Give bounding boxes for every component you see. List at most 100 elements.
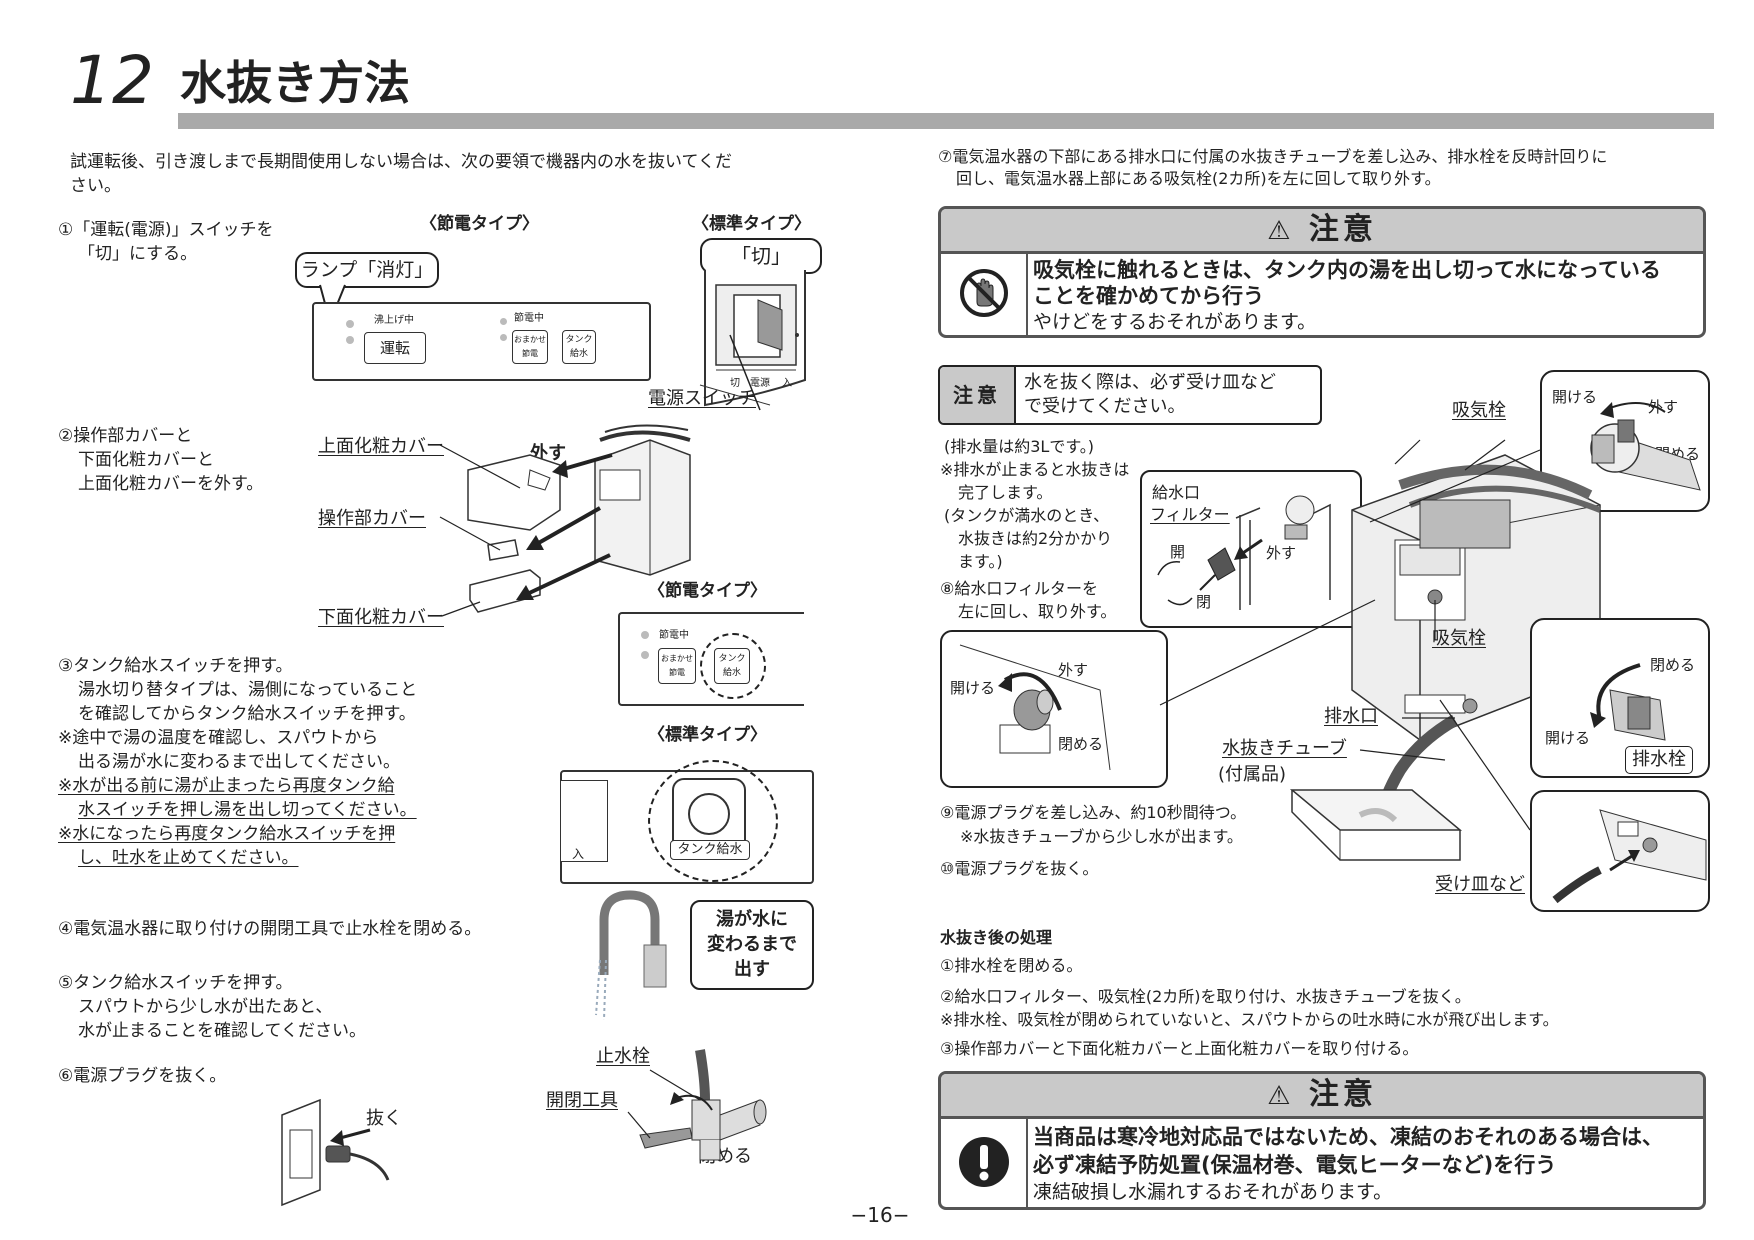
knob-remove-label: 外す [1058,661,1089,679]
step5-line-2: スパウトから少し水が出たあと、 [78,997,333,1017]
mini-caution-label: 注意 [940,367,1016,423]
air-valve-label-top: 吸気栓 [1452,400,1506,421]
caution1-line-1: 吸気栓に触れるときは、タンク内の湯を出し切って水になっている [1033,258,1661,282]
spout-callout-line-3: 出す [734,959,770,980]
panel-boiling-label: 沸上げ中 [374,315,414,326]
stop-valve-illustration [627,1049,767,1161]
mini-caution-line-1: 水を抜く際は、必ず受け皿など [1024,372,1276,393]
step10-text: ⑩電源プラグを抜く。 [940,859,1099,878]
after-title: 水抜き後の処理 [940,928,1053,947]
tube-and-tray-illustration [1289,699,1531,861]
section-number: 12 [70,42,154,119]
mini-caution-line-2: で受けてください。 [1024,396,1186,417]
step6-text: ⑥電源プラグを抜く。 [58,1066,227,1086]
omakase-line-2: 節電 [669,668,685,677]
omakase-button-2[interactable]: おまかせ 節電 [658,648,696,684]
drain-valve-label: 排水栓 [1625,746,1693,774]
panel-cover-label: 操作部カバー [318,508,426,529]
omakase-line-2: 節電 [522,349,538,358]
step3-note1-line-1: ※途中で湯の温度を確認し、スパウトから [58,728,379,748]
step8-line-2: 左に回し、取り外す。 [958,602,1117,621]
drain-valve-illustration [1590,663,1666,741]
lamp-icon [500,318,507,325]
mandatory-icon [959,1137,1009,1187]
omakase-button[interactable]: おまかせ 節電 [512,330,548,364]
step3-note1-line-2: 出る湯が水に変わるまで出してください。 [78,752,400,772]
air-valve-closeup [1540,370,1710,512]
spout-callout: 湯が水に 変わるまで 出す [690,900,814,990]
knob-open-label: 開ける [950,679,996,697]
lamp-icon [641,631,649,639]
stop-valve-label: 止水栓 [596,1046,650,1067]
mini-caution-box: 注意 水を抜く際は、必ず受け皿など で受けてください。 [938,365,1322,425]
header-bar [178,113,1714,129]
filter-open-label: 開 [1170,543,1186,561]
eco-type-label-2: 〈節電タイプ〉 [648,581,767,601]
eco-type-label: 〈節電タイプ〉 [420,214,539,234]
filter-knob-inset [940,630,1168,788]
note-time-2: 水抜きは約2分かかり [958,529,1113,548]
filter-label-2: フィルター [1150,505,1230,524]
step7-line-1: ⑦電気温水器の下部にある排水口に付属の水抜きチューブを差し込み、排水栓を反時計回… [938,147,1608,166]
panel-eco-label-2: 節電中 [659,630,689,641]
note-complete-1: ※排水が止まると水抜きは [940,460,1130,479]
step1-line-1: ①「運転(電源)」スイッチを [58,220,274,240]
tank-line-2: 給水 [569,349,588,359]
filter-close-label: 閉 [1196,593,1212,611]
power-switch-label: 電源スイッチ [648,388,756,409]
highlight-circle [700,633,766,699]
air-valve-label-mid: 吸気栓 [1432,628,1486,649]
no-touch-icon-col [941,254,1028,335]
lamp-off-callout: ランプ「消灯」 [295,252,439,288]
after-step-1: ①排水栓を閉める。 [940,956,1083,975]
step2-line-1: ②操作部カバーと [58,426,193,446]
step4-text: ④電気温水器に取り付けの開閉工具で止水栓を閉める。 [58,919,482,939]
step3-note3-line-1: ※水になったら再度タンク給水スイッチを押 [58,824,396,844]
after-step-3: ③操作部カバーと下面化粧カバーと上面化粧カバーを取り付ける。 [940,1039,1419,1058]
intro-line-1: 試運転後、引き渡しまで長期間使用しない場合は、次の要領で機器内の水を抜いてくだ [70,152,732,172]
note-time-3: ます。) [958,552,1003,571]
caution1-line-2: ことを確かめてから行う [1033,284,1264,308]
run-button[interactable]: 運転 [364,332,426,364]
filter-illustration [1157,495,1331,610]
after-step-2-note: ※排水栓、吸気栓が閉められていないと、スパウトからの吐水時に水が飛び出します。 [940,1010,1559,1029]
page-title: 水抜き方法 [180,56,410,110]
intro-line-2: さい。 [70,176,121,196]
tank-supply-button-label: タンク給水 [670,840,750,860]
step3-line-3: を確認してからタンク給水スイッチを押す。 [78,704,416,724]
after-step-2: ②給水口フィルター、吸気栓(2カ所)を取り付け、水抜きチューブを抜く。 [940,987,1471,1006]
std-type-label: 〈標準タイプ〉 [692,214,811,234]
caution2-line-2: 必ず凍結予防処置(保温材巻、電気ヒーターなど)を行う [1033,1153,1557,1177]
cover-removal-illustration [439,424,691,617]
spout-callout-line-2: 変わるまで [707,934,797,955]
top-cover-label: 上面化粧カバー [318,436,444,457]
tray-label: 受け皿など [1435,874,1525,895]
step9-line-1: ⑨電源プラグを差し込み、約10秒間待つ。 [940,803,1247,822]
step3-note2-line-2: 水スイッチを押し湯を出し切ってください。 [78,800,417,820]
step8-line-1: ⑧給水口フィルターを [940,579,1099,598]
switch-mark-on-2: 入 [572,847,585,861]
tank-line-1: タンク [565,335,593,345]
drain-open-label: 開ける [1545,729,1591,747]
std-type-label-2: 〈標準タイプ〉 [648,725,767,745]
lamp-icon [500,334,507,341]
spout-illustration [595,890,667,1021]
tube-accessory-label: (付属品) [1218,764,1287,785]
caution-header-text: 注意 [1308,1077,1377,1112]
caution-header-text: 注意 [1308,212,1377,247]
caution1-sub: やけどをするおそれがあります。 [1033,311,1317,333]
lamp-icon [346,336,354,344]
step3-note2-line-1: ※水が出る前に湯が止まったら再度タンク給 [58,776,395,796]
step7-line-2: 回し、電気温水器上部にある吸気栓(2カ所)を左に回して取り外す。 [956,169,1441,188]
knob-close-label: 閉める [1058,735,1104,753]
lamp-icon [346,320,354,328]
note-time-1: (タンクが満水のとき、 [944,506,1110,525]
tube-label: 水抜きチューブ [1222,738,1347,759]
omakase-line-1: おまかせ [661,654,693,663]
warning-triangle-icon: ⚠ [1267,1081,1295,1111]
tank-supply-button[interactable]: タンク 給水 [562,330,596,364]
warning-triangle-icon: ⚠ [1267,216,1295,246]
drain-close-label: 閉める [1650,656,1696,674]
filter-knob-illustration [959,599,1376,771]
highlight-circle [648,760,778,882]
